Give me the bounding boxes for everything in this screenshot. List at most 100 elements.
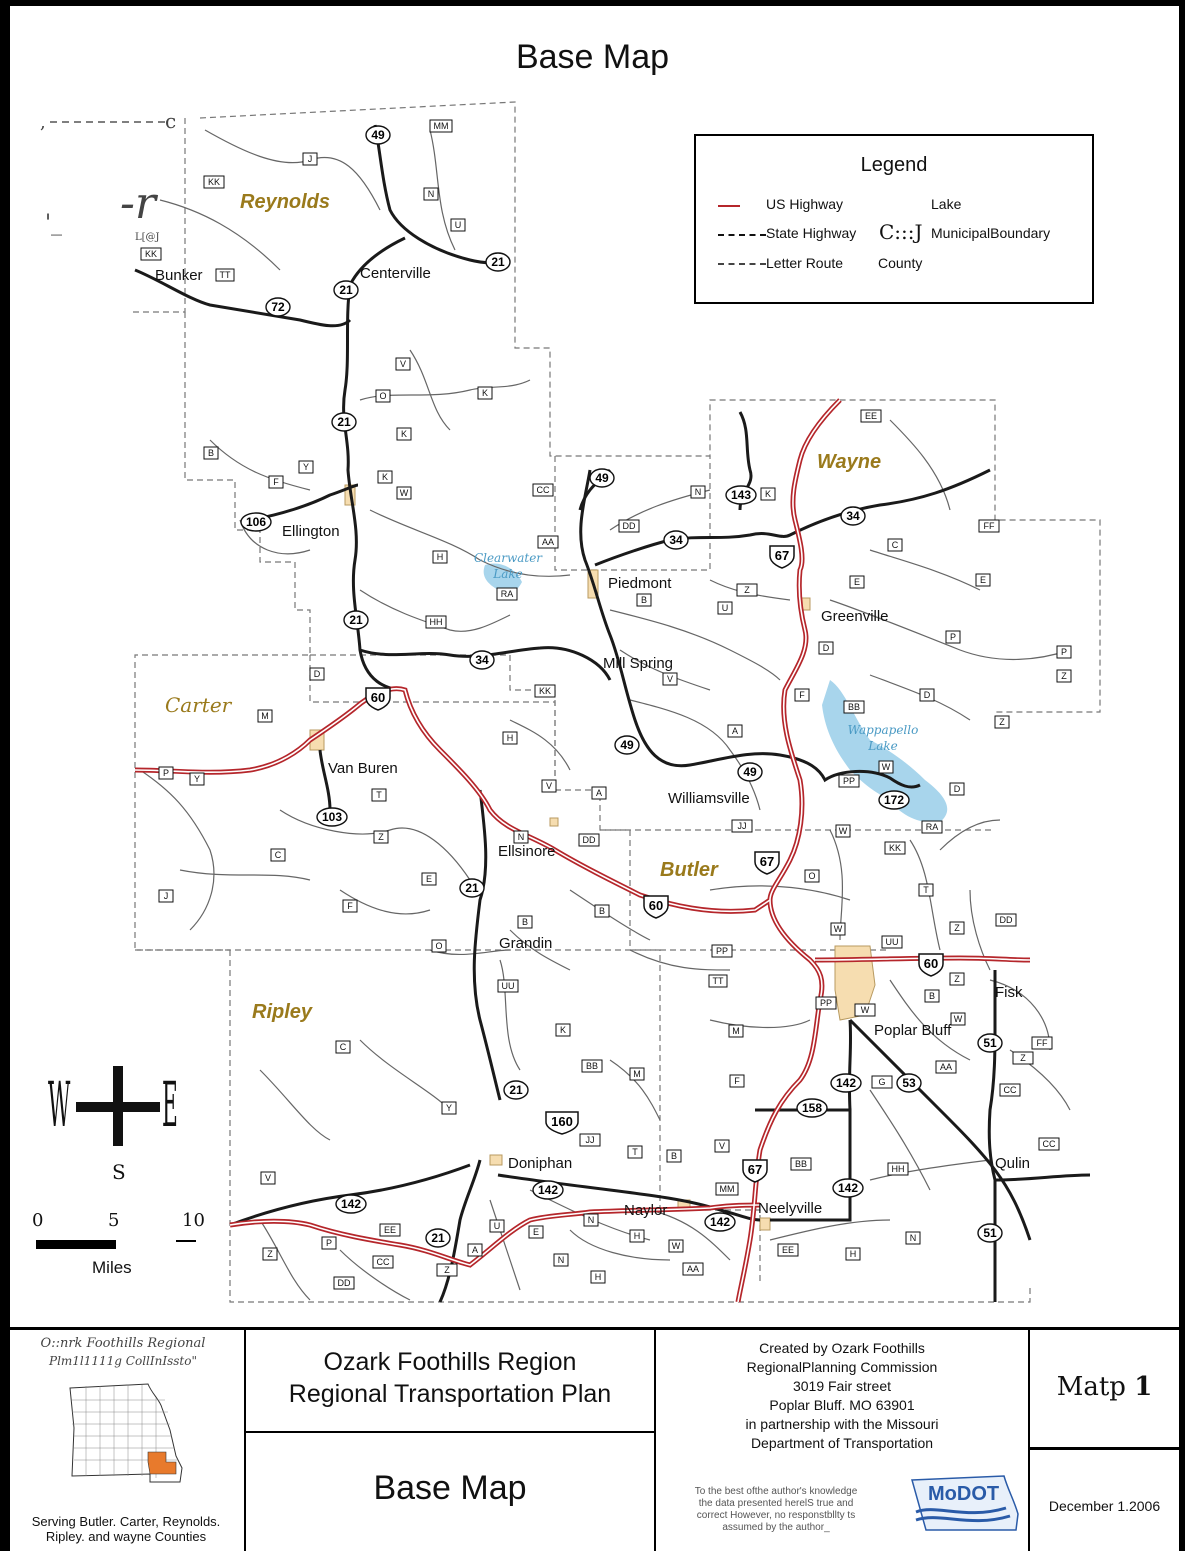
svg-text:34: 34 (669, 533, 683, 547)
state-oval-158: 158 (796, 1098, 828, 1118)
svg-text:FF: FF (984, 521, 995, 531)
svg-text:34: 34 (475, 653, 489, 667)
svg-text:O: O (808, 871, 815, 881)
lake-label-wappapello-2: Lake (867, 739, 898, 753)
letter-box-o3: O (431, 939, 447, 953)
place-mill-spring: Mill Spring (603, 655, 673, 672)
letter-box-h4: H (845, 1247, 861, 1261)
letter-box-kk4: KK (884, 841, 906, 855)
letter-box-d2: D (309, 667, 325, 681)
disclaimer-line-2: the data presented herelS true and (698, 1498, 854, 1509)
svg-text:M: M (261, 711, 269, 721)
svg-text:F: F (273, 477, 279, 487)
title-block-top-rule (10, 1327, 1179, 1330)
us-shield-160: 160 (545, 1111, 579, 1135)
letter-box-aa2: AA (935, 1060, 957, 1074)
place-naylor: Naylor (624, 1202, 667, 1219)
letter-box-mm: MM (429, 119, 453, 133)
letter-box-uu: G (871, 1075, 893, 1089)
state-oval-21-f: 21 (503, 1080, 529, 1100)
svg-text:MM: MM (434, 121, 449, 131)
svg-text:P: P (1061, 647, 1067, 657)
letter-box-bb3: BB (790, 1157, 812, 1171)
svg-text:KK: KK (539, 686, 551, 696)
svg-text:O: O (379, 391, 386, 401)
letter-box-kk2: KK (140, 247, 162, 261)
letter-box-z6: Z (262, 1247, 278, 1261)
letter-box-v: V (395, 357, 411, 371)
svg-text:49: 49 (595, 471, 609, 485)
corner-artifact-lj: L[@J (135, 232, 160, 243)
letter-box-k: K (477, 386, 493, 400)
svg-text:60: 60 (924, 956, 938, 971)
letter-box-pp: PP (838, 774, 860, 788)
place-fisk: Fisk (995, 984, 1023, 1001)
svg-text:51: 51 (983, 1036, 997, 1050)
svg-text:N: N (588, 1215, 595, 1225)
municipal-boundaries (309, 484, 876, 1231)
letter-box-k4: K (760, 487, 776, 501)
us-shield-60-north: 60 (365, 687, 391, 711)
svg-text:H: H (595, 1272, 602, 1282)
scale-unit: Miles (92, 1258, 132, 1277)
letter-box-b5: B (924, 989, 940, 1003)
svg-text:142: 142 (838, 1181, 858, 1195)
letter-box-jj: JJ (731, 819, 753, 833)
svg-text:E: E (533, 1227, 539, 1237)
letter-box-bb: BB (843, 700, 865, 714)
credits-line-3: 3019 Fair street (792, 1378, 892, 1394)
letter-box-hh2: HH (887, 1162, 909, 1176)
svg-text:E: E (980, 575, 986, 585)
svg-text:67: 67 (775, 548, 789, 563)
svg-text:P: P (950, 632, 956, 642)
svg-text:PP: PP (820, 998, 832, 1008)
credits-panel: Created by Ozark Foothills RegionalPlann… (656, 1330, 1030, 1551)
svg-text:PP: PP (843, 776, 855, 786)
svg-text:EE: EE (865, 411, 877, 421)
letter-box-nn2: UU (497, 979, 519, 993)
state-oval-21-c: 21 (331, 412, 357, 432)
svg-text:Z: Z (999, 717, 1005, 727)
letter-box-p4: P (321, 1236, 337, 1250)
state-oval-49-b: 49 (589, 468, 615, 488)
org-line-2: Plm1l1111g CollInIssto" (49, 1354, 197, 1368)
svg-text:W: W (954, 1014, 963, 1024)
letter-box-w: W (396, 486, 412, 500)
title-block: O::nrk Foothills Regional Plm1l1111g Col… (10, 1327, 1179, 1551)
letter-box-d4: D (949, 782, 965, 796)
letter-box-d3: D (919, 688, 935, 702)
serving-counties: Serving Butler. Carter, Reynolds. Ripley… (31, 1514, 221, 1544)
svg-text:K: K (560, 1025, 566, 1035)
state-oval-142-a: 142 (830, 1073, 862, 1093)
svg-text:49: 49 (371, 128, 385, 142)
letter-box-y3: Y (441, 1101, 457, 1115)
state-oval-34-b: 34 (840, 506, 866, 526)
letter-box-c3: C (335, 1040, 351, 1054)
compass-vertical-bar (113, 1066, 123, 1146)
credits-line-4: Poplar Bluff. MO 63901 (769, 1397, 915, 1413)
scale-segment-tick (176, 1240, 196, 1242)
place-grandin: Grandin (499, 935, 552, 952)
svg-text:72: 72 (271, 300, 285, 314)
svg-text:53: 53 (902, 1076, 916, 1090)
letter-box-cc4: CC (372, 1255, 394, 1269)
letter-box-n6: N (553, 1253, 569, 1267)
letter-box-tt2: TT (708, 974, 728, 988)
svg-text:H: H (437, 552, 444, 562)
map-title: Base Map (515, 38, 670, 76)
svg-text:D: D (954, 784, 961, 794)
credits-line-1: Created by Ozark Foothills (759, 1340, 925, 1356)
letter-box-h: H (432, 550, 448, 564)
svg-text:N: N (518, 832, 525, 842)
modot-logo: MoDOT (911, 1475, 1019, 1531)
letter-box-v4: V (714, 1139, 730, 1153)
svg-text:J: J (164, 891, 169, 901)
svg-text:P: P (163, 768, 169, 778)
svg-text:21: 21 (349, 613, 363, 627)
letter-box-t: T (371, 788, 387, 802)
lake-label-wappapello-1: Wappapello (848, 723, 919, 737)
svg-text:RA: RA (501, 589, 514, 599)
org-line-1: O::nrk Foothills Regional (40, 1336, 206, 1351)
letter-box-k3: K (377, 470, 393, 484)
letter-box-z4: Z (949, 921, 965, 935)
